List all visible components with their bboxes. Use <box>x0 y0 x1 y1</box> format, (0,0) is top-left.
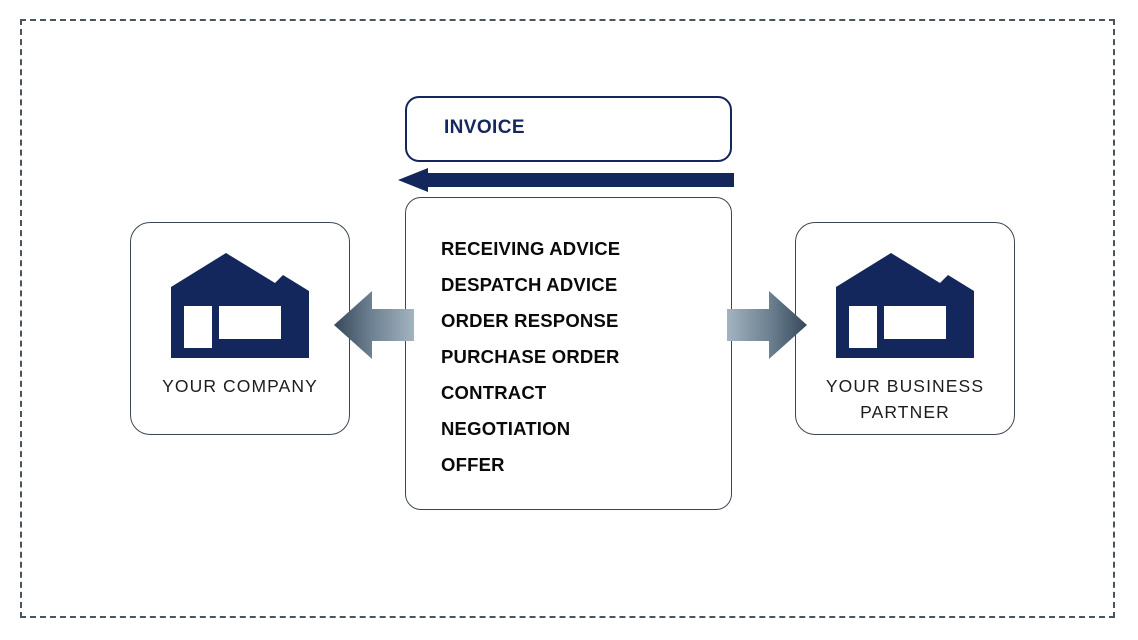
invoice-label: INVOICE <box>444 117 525 138</box>
list-item: OFFER <box>441 454 505 475</box>
invoice-box: INVOICE <box>405 96 732 162</box>
list-item: ORDER RESPONSE <box>441 310 619 331</box>
slide-frame-border <box>20 19 1115 618</box>
list-item: NEGOTIATION <box>441 418 571 439</box>
list-item: CONTRACT <box>441 382 547 403</box>
factory-building-icon <box>836 253 974 358</box>
actor-label-your-business-partner: YOUR BUSINESS PARTNER <box>825 376 985 422</box>
list-item: RECEIVING ADVICE <box>441 238 621 259</box>
actor-your-company: YOUR COMPANY <box>130 222 350 435</box>
list-item: DESPATCH ADVICE <box>441 274 618 295</box>
factory-building-icon <box>171 253 309 358</box>
flow-arrow-to-partner <box>727 289 807 361</box>
actor-your-business-partner: YOUR BUSINESS PARTNER <box>795 222 1015 435</box>
documents-box: RECEIVING ADVICE DESPATCH ADVICE ORDER R… <box>405 197 732 510</box>
actor-label-your-company: YOUR COMPANY <box>162 376 318 396</box>
list-item: PURCHASE ORDER <box>441 346 620 367</box>
invoice-flow-arrow-left <box>398 168 734 192</box>
flow-arrow-to-company <box>334 289 414 361</box>
documents-list: RECEIVING ADVICE DESPATCH ADVICE ORDER R… <box>441 231 701 483</box>
